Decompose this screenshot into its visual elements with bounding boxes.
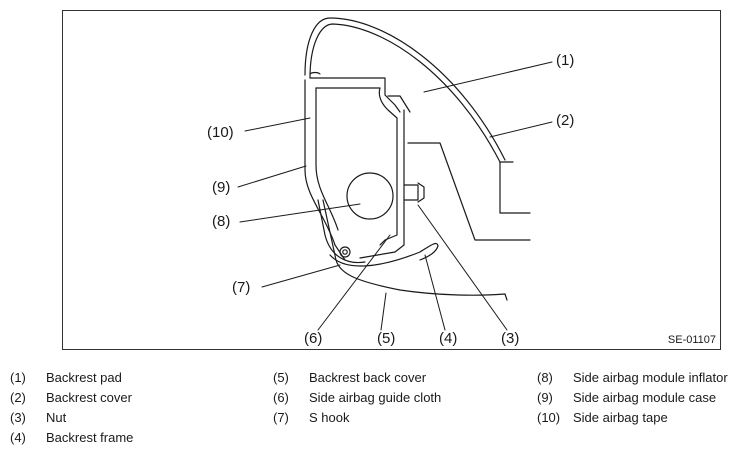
legend-label: Backrest cover — [46, 390, 132, 405]
leader-8 — [239, 203, 361, 223]
legend-number: (4) — [10, 430, 26, 445]
legend-number: (6) — [273, 390, 289, 405]
module-case-inner — [315, 87, 398, 246]
backrest-pad-outline — [499, 161, 531, 214]
legend-number: (3) — [10, 410, 26, 425]
module-case-right — [359, 109, 405, 259]
callout-1: (1) — [556, 52, 575, 69]
legend-label: Backrest back cover — [309, 370, 427, 385]
legend-number: (7) — [273, 410, 289, 425]
callout-6: (6) — [304, 330, 323, 347]
leader-2 — [489, 121, 553, 138]
s-hook-inner — [342, 249, 348, 255]
callout-8: (8) — [212, 213, 231, 230]
leader-4 — [424, 254, 446, 331]
s-hook-circle — [339, 246, 351, 258]
module-case-hook — [387, 95, 411, 113]
legend-label: Side airbag module case — [573, 390, 717, 405]
module-case-inner2 — [315, 87, 339, 231]
leader-9 — [237, 165, 307, 188]
legend-number: (1) — [10, 370, 26, 385]
backrest-frame — [329, 242, 439, 267]
callout-9: (9) — [212, 179, 231, 196]
leader-3 — [417, 204, 508, 331]
legend-label: Nut — [46, 410, 67, 425]
legend-number: (2) — [10, 390, 26, 405]
inflator-circle — [346, 172, 394, 220]
legend-label: Backrest frame — [46, 430, 134, 445]
bolt-body — [403, 184, 419, 201]
module-case-upper — [309, 77, 401, 113]
legend-label: Side airbag guide cloth — [309, 390, 442, 405]
leader-1 — [423, 61, 553, 93]
callout-4: (4) — [439, 330, 458, 347]
leader-10 — [244, 117, 311, 132]
callout-3: (3) — [501, 330, 520, 347]
legend: (1) Backrest pad (2) Backrest cover (3) … — [0, 368, 746, 454]
legend-number: (10) — [537, 410, 561, 425]
module-case-outer — [304, 79, 346, 261]
legend-label: Side airbag tape — [573, 410, 668, 425]
legend-label: S hook — [309, 410, 350, 425]
legend-number: (9) — [537, 390, 553, 405]
backrest-pad-inner — [407, 142, 531, 241]
legend-label: Backrest pad — [46, 370, 122, 385]
callout-7: (7) — [232, 279, 251, 296]
leader-6 — [317, 234, 391, 331]
legend-number: (8) — [537, 370, 553, 385]
legend-label: Side airbag module inflator — [573, 370, 728, 385]
backrest-back-cover — [322, 199, 508, 301]
callout-2: (2) — [556, 112, 575, 129]
backrest-frame-inner — [317, 199, 366, 264]
legend-number: (5) — [273, 370, 289, 385]
leader-7 — [261, 264, 341, 288]
backrest-cover-inner — [309, 23, 501, 163]
figure-code: SE-01107 — [667, 334, 716, 346]
callout-5: (5) — [377, 330, 396, 347]
diagram-frame — [62, 10, 721, 350]
nut-shape — [417, 182, 425, 203]
backrest-cover-outline — [304, 17, 506, 161]
leader-5 — [380, 292, 387, 331]
callout-10: (10) — [207, 124, 234, 141]
airbag-tape — [309, 71, 321, 75]
